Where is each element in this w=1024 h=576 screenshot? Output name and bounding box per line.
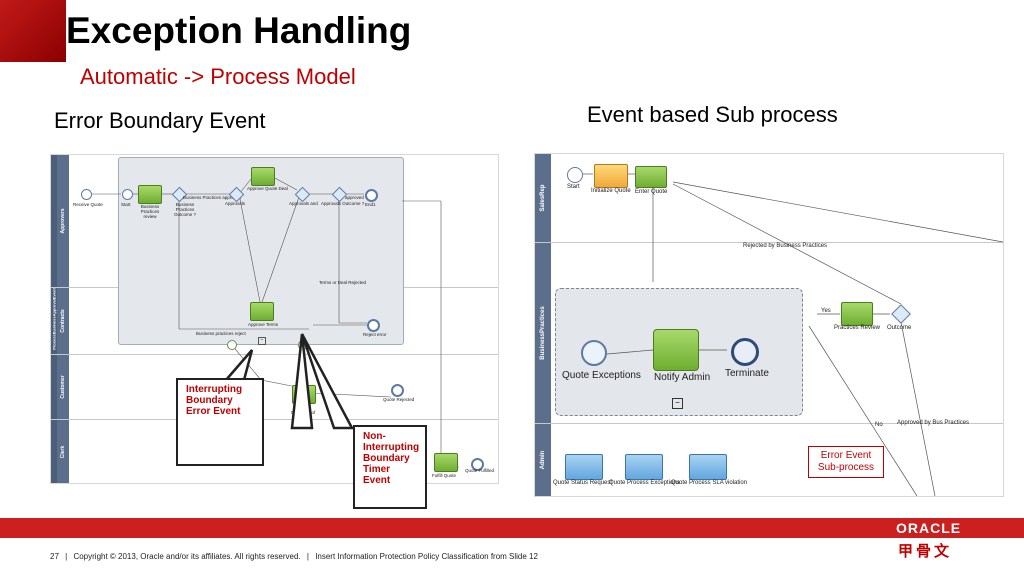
bp-reject-label: Business practices reject bbox=[196, 331, 246, 336]
bp-approved-label: Business Practices approved bbox=[183, 195, 242, 200]
lane-contracts: Contracts bbox=[57, 288, 69, 354]
start-event[interactable] bbox=[567, 167, 583, 183]
interrupting-callout: Interrupting Boundary Error Event bbox=[176, 378, 264, 466]
reject-error-label: Reject error bbox=[363, 332, 387, 337]
fulfill-quote-task[interactable] bbox=[434, 453, 458, 472]
lane-business-practices: BusinessPractices bbox=[535, 243, 551, 423]
footer-red-bar bbox=[0, 518, 1024, 538]
quote-status-request-subprocess[interactable] bbox=[565, 454, 603, 480]
lane-label: Approvers bbox=[60, 208, 66, 234]
terms-rejected-label: Terms or Deal Rejected bbox=[319, 280, 367, 285]
lane-divider bbox=[535, 423, 1003, 424]
bp-outcome-label: Business Practices Outcome ? bbox=[173, 202, 196, 217]
error-boundary-event[interactable] bbox=[227, 340, 237, 350]
approve-quote-deal-task[interactable] bbox=[251, 167, 275, 186]
quote-exceptions-label: Quote Exceptions bbox=[562, 370, 641, 381]
lane-divider bbox=[51, 419, 498, 420]
lane-salesrep: SalesRep bbox=[535, 154, 551, 242]
lane-label: Contracts bbox=[60, 309, 66, 333]
error-event-subprocess-callout: Error Event Sub-process bbox=[808, 446, 884, 478]
oracle-logo: ORACLE bbox=[896, 520, 962, 536]
start-event[interactable] bbox=[122, 189, 133, 200]
start-label: Start bbox=[567, 184, 580, 190]
quote-exceptions-event[interactable] bbox=[581, 340, 607, 366]
lane-label: Customer bbox=[60, 375, 66, 399]
slide-subtitle: Automatic -> Process Model bbox=[80, 64, 356, 89]
approvals-label: Approvals bbox=[225, 201, 246, 206]
quote-process-exceptions-subprocess[interactable] bbox=[625, 454, 663, 480]
lane-admin: Admin bbox=[535, 424, 551, 496]
start-label: Start bbox=[121, 202, 131, 207]
lane-label: Clerk bbox=[60, 445, 66, 458]
quote-rejected-event[interactable] bbox=[391, 384, 404, 397]
practices-review-label: Practices Review bbox=[834, 325, 881, 331]
lane-label: SalesRep bbox=[540, 184, 546, 212]
classification: Insert Information Protection Policy Cla… bbox=[315, 552, 538, 561]
notify-customer-task[interactable] bbox=[292, 385, 316, 404]
initialize-quote-label: Initialize Quote bbox=[591, 188, 631, 194]
event-subprocess-diagram: SalesRep BusinessPractices Admin Start I… bbox=[534, 153, 1004, 497]
outcome-gateway[interactable] bbox=[891, 304, 911, 324]
quote-process-sla-subprocess[interactable] bbox=[689, 454, 727, 480]
pool-header: ProcessBusinessApprovalEvent bbox=[51, 155, 57, 483]
quote-rejected-label: Quote Rejected bbox=[383, 397, 415, 402]
lane-divider bbox=[51, 354, 498, 355]
rejected-by-bp-label: Rejected by Business Practices bbox=[743, 243, 828, 249]
practices-review-task[interactable] bbox=[841, 302, 873, 326]
lane-approvers: Approvers bbox=[57, 155, 69, 287]
outcome-label: Outcome bbox=[887, 325, 912, 331]
copyright: Copyright © 2013, Oracle and/or its affi… bbox=[73, 552, 301, 561]
fulfill-quote-label: Fulfill Quote bbox=[432, 473, 457, 478]
error-boundary-diagram: ProcessBusinessApprovalEvent Approvers C… bbox=[50, 154, 499, 484]
initialize-quote-task[interactable] bbox=[594, 164, 628, 188]
approve-terms-label: Approve Terms bbox=[248, 322, 279, 327]
reject-error-event[interactable] bbox=[367, 319, 380, 332]
approved-by-bp-label: Approved by Bus Practices bbox=[897, 420, 970, 426]
approve-quote-deal-label: Approve Quote Deal bbox=[247, 186, 288, 191]
quote-process-exceptions-label: Quote Process Exceptions bbox=[609, 480, 680, 486]
pool-label: ProcessBusinessApprovalEvent bbox=[51, 288, 57, 350]
collapse-icon[interactable]: − bbox=[258, 337, 266, 345]
quote-fulfilled-label: Quote Fulfilled bbox=[465, 468, 495, 473]
enter-quote-label: Enter Quote bbox=[635, 189, 668, 195]
end1-label: End1 bbox=[365, 202, 376, 207]
timer-boundary-event[interactable] bbox=[298, 340, 308, 350]
lane-label: Admin bbox=[540, 450, 546, 470]
notify-admin-task[interactable] bbox=[653, 329, 699, 371]
enter-quote-task[interactable] bbox=[635, 166, 667, 188]
yes-label: Yes bbox=[821, 308, 831, 314]
lane-label: BusinessPractices bbox=[540, 306, 546, 360]
slide-title: Exception Handling bbox=[66, 10, 412, 51]
footer-text: 27 | Copyright © 2013, Oracle and/or its… bbox=[50, 552, 538, 561]
notify-customer-label: Notify Customer of Reject bbox=[290, 405, 316, 420]
header-red-block bbox=[0, 0, 66, 62]
approved-label: approved bbox=[345, 195, 364, 200]
no-label: No bbox=[875, 422, 883, 428]
quote-status-request-label: Quote Status Request bbox=[553, 480, 613, 486]
notify-admin-label: Notify Admin bbox=[654, 372, 711, 383]
quote-process-sla-label: Quote Process SLA violation bbox=[671, 480, 748, 486]
lane-clerk: Clerk bbox=[57, 420, 69, 483]
non-interrupting-callout: Non-Interrupting Boundary Timer Event bbox=[353, 425, 427, 509]
collapse-icon[interactable]: − bbox=[672, 398, 683, 409]
business-practices-review-label: Business Practices review bbox=[140, 204, 160, 219]
approve-terms-task[interactable] bbox=[250, 302, 274, 321]
approvals-outcome-label: Approvals Outcome ? bbox=[321, 201, 365, 206]
quote-fulfilled-event[interactable] bbox=[471, 458, 484, 471]
right-heading: Event based Sub process bbox=[587, 102, 838, 127]
oracle-cjk-logo: 甲骨文 bbox=[898, 543, 953, 560]
approvals-and-label: Approvals and bbox=[289, 201, 318, 206]
business-practices-review-task[interactable] bbox=[138, 185, 162, 204]
receive-quote-label: Receive Quote bbox=[73, 202, 103, 207]
receive-quote-event[interactable] bbox=[81, 189, 92, 200]
left-heading: Error Boundary Event bbox=[54, 108, 266, 133]
terminate-label: Terminate bbox=[725, 368, 769, 379]
page-number: 27 bbox=[50, 552, 59, 561]
lane-customer: Customer bbox=[57, 355, 69, 419]
end1-event[interactable] bbox=[365, 189, 378, 202]
terminate-event[interactable] bbox=[731, 338, 759, 366]
